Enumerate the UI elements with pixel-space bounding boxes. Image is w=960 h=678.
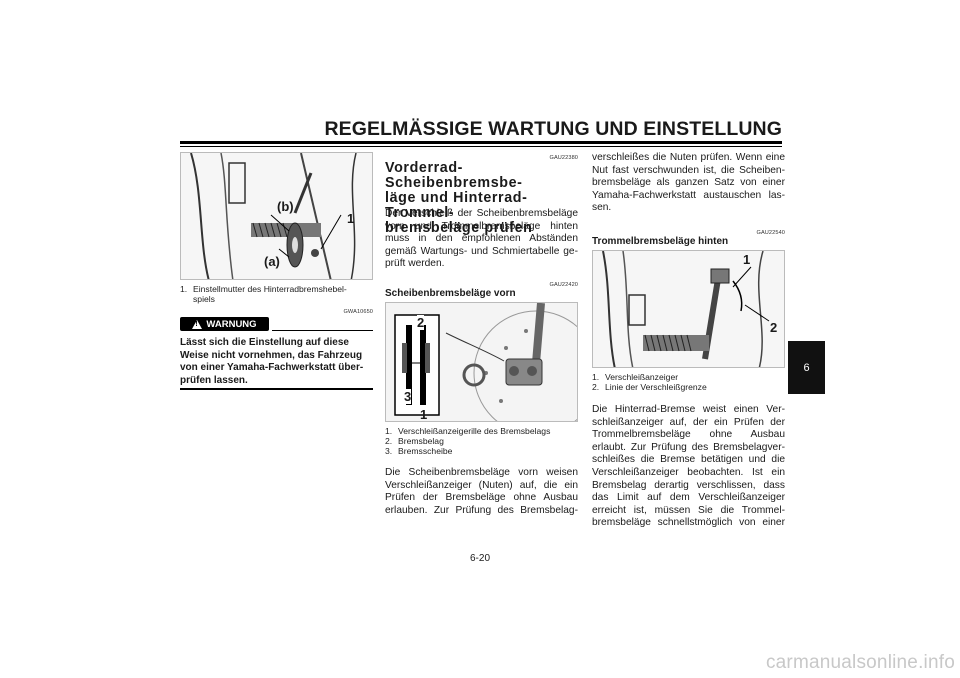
- text-line: vorn und Trommelbremsbeläge hinten: [385, 220, 578, 232]
- figure-caption-left: 1. Einstellmutter des Hinterradbremshebel…: [180, 284, 373, 304]
- text-line: prüft werden.: [385, 258, 445, 270]
- warning-text: Lässt sich die Einstellung auf diese Wei…: [180, 337, 373, 387]
- figure-caption-right: 1. Verschleißanzeiger 2. Linie der Verschl…: [592, 372, 785, 392]
- text-line: Die Hinterrad-Bremse weist einen Ver-: [592, 404, 785, 415]
- text-line: schleißes die Bremse betätigen und die: [592, 454, 785, 466]
- text-line: gemäß Wartungs- und Schmiertabelle ge-: [385, 245, 578, 257]
- text-line: verschleißes die Nuten prüfen. Wenn eine: [592, 152, 785, 163]
- subsection-title: Scheibenbremsbeläge vorn: [385, 288, 516, 299]
- section-title: Vorderrad-Scheibenbremsbe- läge und Hint…: [385, 161, 580, 236]
- warning-code: GWA10650: [343, 309, 373, 315]
- caption-num: 2.: [592, 382, 600, 393]
- caption-text: Verschleißanzeiger: [605, 372, 679, 382]
- disc-pads-body: Die Scheibenbremsbeläge vorn weisen Vers…: [385, 467, 578, 517]
- section-title-line: läge und Hinterrad-Trommel-: [385, 190, 528, 221]
- text-line: schleißanzeiger auf, der ein Prüfen der: [592, 416, 785, 428]
- warning-line: prüfen lassen.: [180, 374, 248, 386]
- subsection-title: Trommelbremsbeläge hinten: [592, 236, 729, 247]
- text-line: Trommelbremsbeläge ohne Ausbau: [592, 429, 785, 441]
- subsection-code: GAU22420: [549, 282, 578, 288]
- page-header-title: REGELMÄSSIGE WARTUNG UND EINSTELLUNG: [324, 118, 782, 140]
- text-line: bremsbeläge schnellstmöglich von einer: [592, 517, 785, 529]
- section-title-line: Vorderrad-Scheibenbremsbe-: [385, 160, 523, 191]
- text-line: sen.: [592, 202, 612, 214]
- page-number: 6-20: [469, 553, 490, 564]
- section-title-line: bremsbeläge prüfen: [385, 220, 533, 236]
- text-line: Der Verschleiß der Scheibenbremsbeläge: [385, 208, 578, 219]
- caption-num: 2.: [385, 436, 393, 447]
- warning-label: WARNUNG: [206, 318, 257, 330]
- caption-num: 1.: [592, 372, 600, 382]
- text-line: das Limit auf dem Verschleißanzeiger: [592, 492, 785, 504]
- section-code: GAU22380: [549, 155, 578, 161]
- text-line: Verschleißanzeiger beobachten. Ist ein: [592, 466, 785, 478]
- caption-text: Bremsbelag: [398, 436, 444, 447]
- subsection-code: GAU22540: [756, 230, 785, 236]
- text-line: bremsbeläge als ganzen Satz von einer: [592, 177, 785, 189]
- text-line: erlaubt. Zur Prüfung des Bremsbelagver-: [592, 441, 785, 453]
- rear-brake-adjust-illustration: [181, 153, 372, 279]
- warning-line: von einer Yamaha-Fachwerkstatt über-: [180, 362, 364, 373]
- warning-badge: ! WARNUNG: [180, 317, 269, 331]
- chapter-tab-label: 6: [803, 361, 810, 374]
- drum-pads-body: Die Hinterrad-Bremse weist einen Ver- sc…: [592, 404, 785, 530]
- header-rule-thin: [180, 146, 782, 147]
- warning-line: Weise nicht vornehmen, das Fahrzeug: [180, 349, 363, 361]
- text-line: Nut fast verschwunden ist, die Scheiben-: [592, 164, 785, 176]
- text-line: erreicht ist, müssen Sie die Trommel-: [592, 504, 785, 516]
- site-watermark: carmanualsonline.info: [765, 652, 955, 673]
- warning-line: Lässt sich die Einstellung auf diese: [180, 337, 349, 348]
- text-line: Bremsbelag derartig verschlissen, dass: [592, 479, 785, 491]
- text-line: muss in den empfohlenen Abständen: [385, 233, 578, 245]
- front-disc-pads-illustration: [386, 303, 577, 421]
- figure-caption-middle: 1. Verschleißanzeigerille des Bremsbelags…: [385, 426, 578, 457]
- caption-text: spiels: [193, 294, 215, 305]
- rear-drum-indicator-figure: 1 2: [592, 250, 785, 368]
- disc-pads-body-continued: verschleißes die Nuten prüfen. Wenn eine…: [592, 152, 785, 215]
- caption-num: 1.: [180, 284, 188, 294]
- text-line: Verschleißanzeiger (Nuten) auf, die ein: [385, 479, 578, 491]
- header-rule: [180, 141, 782, 144]
- figure-label-a: (a): [264, 254, 280, 269]
- text-line: erlauben. Zur Prüfung des Bremsbelag-: [385, 504, 578, 516]
- figure-label-2: 2: [770, 320, 778, 335]
- caption-text: Bremsscheibe: [398, 446, 453, 457]
- caption-text: Linie der Verschleißgrenze: [605, 382, 707, 393]
- caption-num: 3.: [385, 446, 393, 457]
- figure-label-2: 2: [417, 315, 425, 330]
- front-disc-pads-figure: 2 3 1: [385, 302, 578, 422]
- figure-label-3: 3: [404, 389, 412, 404]
- section-intro: Der Verschleiß der Scheibenbremsbeläge v…: [385, 208, 578, 271]
- figure-label-1: 1: [420, 407, 428, 422]
- caption-num: 1.: [385, 426, 393, 436]
- caption-text: Einstellmutter des Hinterradbremshebel-: [193, 284, 347, 294]
- warning-end-rule: [180, 388, 373, 390]
- text-line: Yamaha-Fachwerkstatt austauschen las-: [592, 189, 785, 201]
- figure-label-1: 1: [347, 211, 355, 226]
- text-line: Prüfen der Bremsbeläge ohne Ausbau: [385, 492, 578, 504]
- rear-drum-indicator-illustration: [593, 251, 784, 367]
- caption-text: Verschleißanzeigerille des Bremsbelags: [398, 426, 551, 436]
- warning-triangle-icon: !: [192, 319, 203, 329]
- chapter-tab: 6: [788, 341, 825, 394]
- figure-label-1: 1: [743, 252, 751, 267]
- warning-rule: [272, 330, 373, 331]
- figure-label-b: (b): [277, 199, 294, 214]
- rear-brake-adjust-figure: (b) 1 (a): [180, 152, 373, 280]
- caption-num: [180, 294, 193, 304]
- text-line: Die Scheibenbremsbeläge vorn weisen: [385, 467, 578, 478]
